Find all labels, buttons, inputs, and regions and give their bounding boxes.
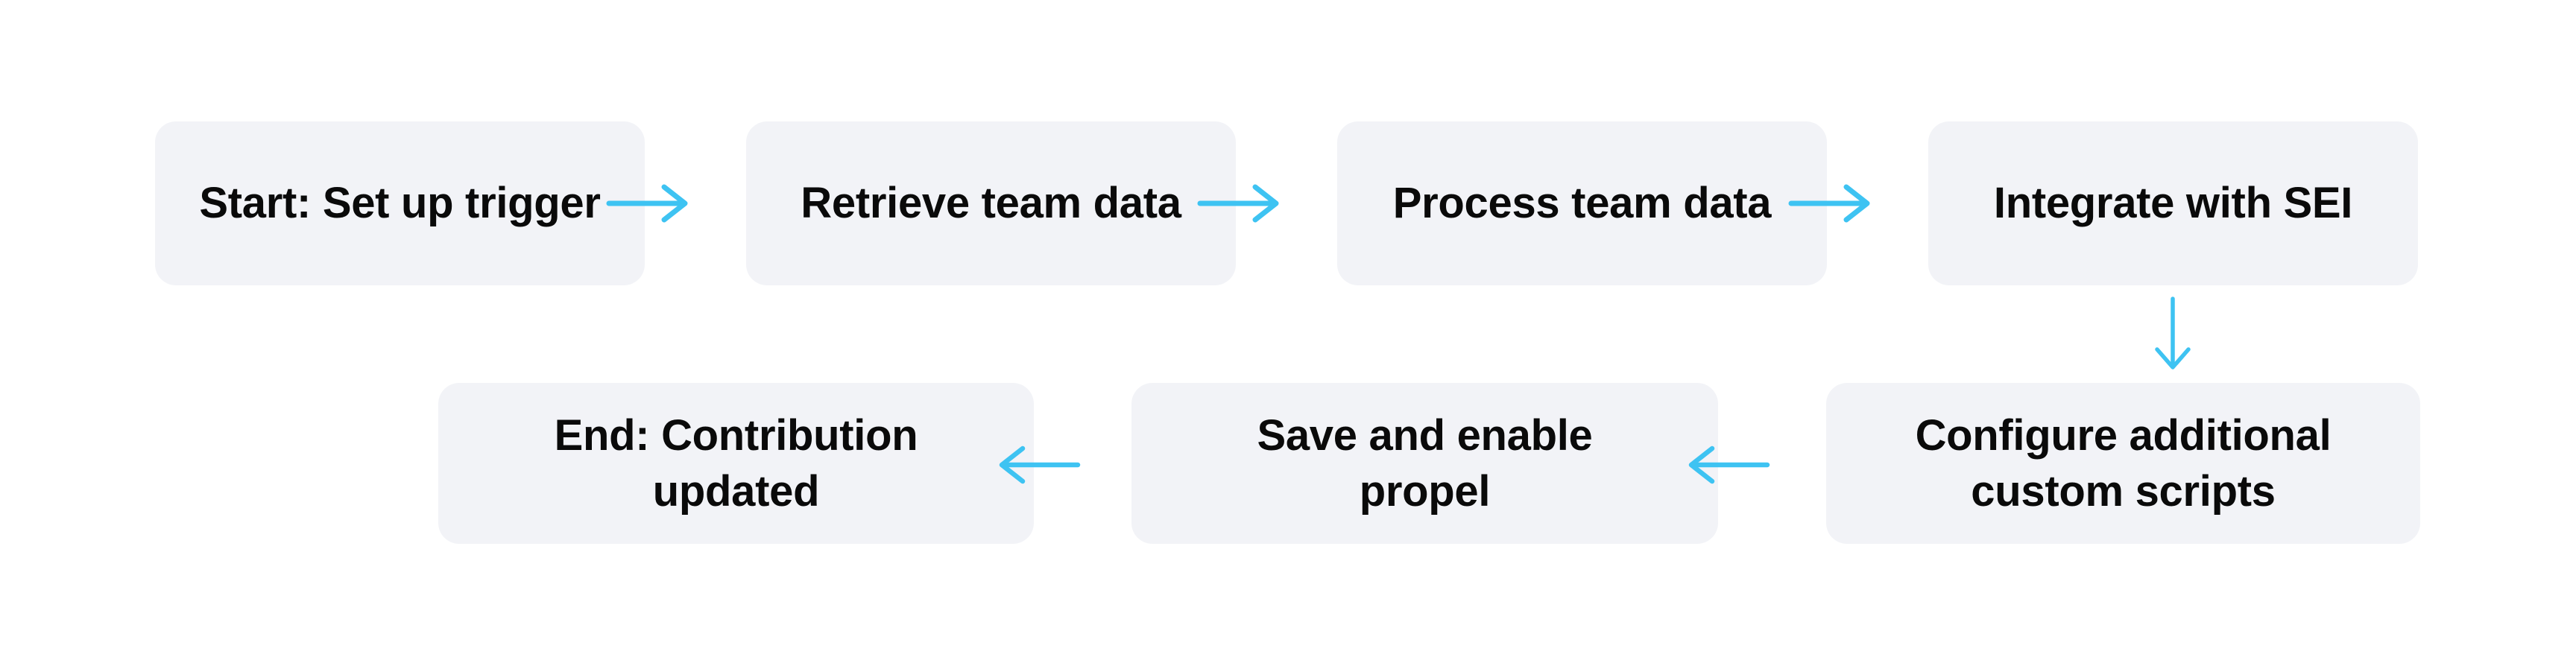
flow-node-end: End: Contribution updated: [438, 383, 1034, 544]
flow-node-process-team-data: Process team data: [1337, 121, 1827, 285]
arrow-right-icon: [606, 184, 688, 223]
flow-node-configure-custom-scripts-label: Configure additional custom scripts: [1915, 410, 2332, 516]
arrow-left-icon: [1688, 446, 1770, 484]
flow-node-start-label: Start: Set up trigger: [199, 179, 601, 228]
flow-node-integrate-with-sei: Integrate with SEI: [1928, 121, 2418, 285]
arrow-right-icon: [1788, 184, 1870, 223]
flow-node-save-and-enable-propel: Save and enable propel: [1131, 383, 1718, 544]
flow-node-start: Start: Set up trigger: [155, 121, 645, 285]
flow-node-retrieve-team-data-label: Retrieve team data: [801, 179, 1181, 228]
flow-node-retrieve-team-data: Retrieve team data: [746, 121, 1236, 285]
arrow-right-icon: [1197, 184, 1279, 223]
flow-node-configure-custom-scripts: Configure additional custom scripts: [1826, 383, 2420, 544]
arrow-down-icon: [2155, 297, 2191, 370]
flow-node-end-label: End: Contribution updated: [554, 410, 918, 516]
flow-node-save-and-enable-propel-label: Save and enable propel: [1257, 410, 1593, 516]
arrow-left-icon: [999, 446, 1081, 484]
flow-node-process-team-data-label: Process team data: [1392, 179, 1772, 228]
flow-node-integrate-with-sei-label: Integrate with SEI: [1993, 179, 2353, 228]
